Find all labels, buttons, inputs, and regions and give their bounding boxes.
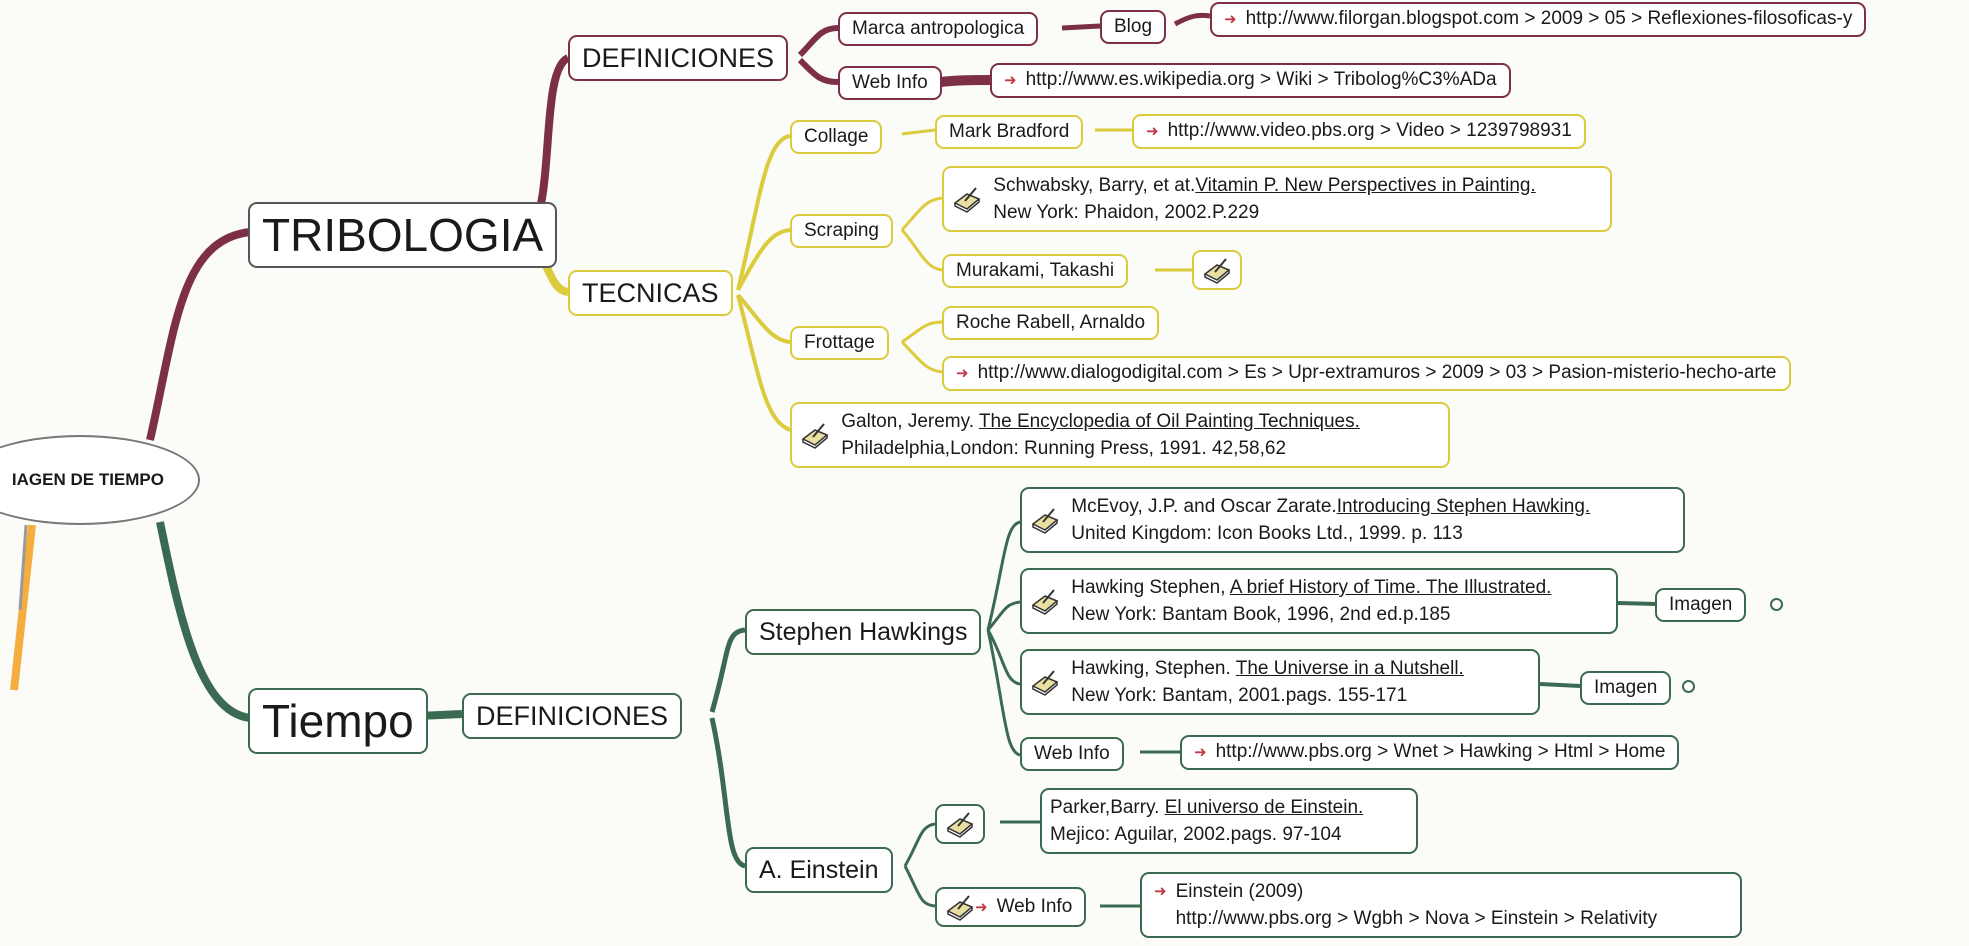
ref-publisher: United Kingdom: Icon Books Ltd., 1999. p… [1071, 523, 1463, 544]
link-pbs-video-url[interactable]: ➜ http://www.video.pbs.org > Video > 1239… [1132, 114, 1586, 149]
ref-parker[interactable]: Parker,Barry. El universo de Einstein. Me… [1040, 788, 1418, 854]
topic-web-info-hawking[interactable]: Web Info [1020, 737, 1124, 771]
topic-a-einstein[interactable]: A. Einstein [745, 847, 893, 893]
ref-hawking-nutshell[interactable]: Hawking, Stephen. The Universe in a Nuts… [1020, 649, 1540, 715]
topic-marca-antropologica[interactable]: Marca antropologica [838, 12, 1039, 46]
partial-branch-gray [18, 524, 28, 611]
book-note-icon [946, 895, 974, 921]
collapse-toggle[interactable] [1770, 598, 1783, 611]
ref-title: A brief History of Time. The Illustrated… [1229, 577, 1552, 598]
topic-collage[interactable]: Collage [790, 120, 883, 154]
topic-scraping[interactable]: Scraping [790, 214, 893, 248]
topic-mark-bradford[interactable]: Mark Bradford [935, 115, 1084, 149]
ref-author: Parker,Barry. [1050, 797, 1165, 818]
topic-stephen-hawkings[interactable]: Stephen Hawkings [745, 609, 982, 655]
collapse-toggle[interactable] [1682, 680, 1695, 693]
ref-author: Galton, Jeremy. [841, 411, 979, 432]
central-topic-label: IAGEN DE TIEMPO [11, 470, 164, 489]
topic-roche-rabell[interactable]: Roche Rabell, Arnaldo [942, 306, 1160, 340]
book-note-icon [1031, 508, 1059, 534]
book-note-icon [946, 812, 974, 838]
ref-author: Hawking, Stephen. [1071, 658, 1236, 679]
link-center-tiempo [156, 521, 251, 722]
ref-author: McEvoy, J.P. and Oscar Zarate. [1071, 496, 1337, 517]
ref-title: The Encyclopedia of Oil Painting Techniq… [978, 411, 1360, 432]
topic-imagen-1[interactable]: Imagen [1655, 588, 1747, 622]
hyperlink-arrow-icon: ➜ [1004, 72, 1017, 89]
book-note-icon [1031, 670, 1059, 696]
ref-author: Schwabsky, Barry, et at. [993, 175, 1196, 196]
link-pbs-einstein-url[interactable]: ➜ Einstein (2009) http://www.pbs.org > Wgb… [1140, 872, 1742, 938]
web-info-label: Web Info [996, 896, 1073, 918]
blog-url-text: http://www.filorgan.blogspot.com > 2009 … [1245, 8, 1853, 29]
topic-tiempo[interactable]: Tiempo [248, 688, 428, 754]
pbs-video-url-text: http://www.video.pbs.org > Video > 12397… [1167, 120, 1572, 141]
hyperlink-arrow-icon: ➜ [1194, 744, 1207, 761]
topic-blog[interactable]: Blog [1100, 10, 1167, 44]
note-einstein[interactable] [935, 804, 985, 844]
link-wikipedia-url[interactable]: ➜ http://www.es.wikipedia.org > Wiki > Tr… [990, 63, 1511, 98]
hyperlink-arrow-icon: ➜ [1154, 883, 1167, 900]
ref-schwabsky[interactable]: Schwabsky, Barry, et at.Vitamin P. New P… [942, 166, 1612, 232]
note-murakami[interactable] [1192, 250, 1242, 290]
topic-tribologia[interactable]: TRIBOLOGIA [248, 202, 558, 268]
ref-publisher: Philadelphia,London: Running Press, 1991… [841, 438, 1287, 459]
topic-imagen-2[interactable]: Imagen [1580, 671, 1672, 705]
ref-publisher: New York: Bantam, 2001.pags. 155-171 [1071, 685, 1408, 706]
topic-definiciones-tiempo[interactable]: DEFINICIONES [462, 693, 683, 739]
hyperlink-arrow-icon: ➜ [956, 365, 969, 382]
topic-definiciones-tribologia[interactable]: DEFINICIONES [568, 35, 789, 81]
book-note-icon [1203, 258, 1231, 284]
link-blog-url[interactable]: ➜ http://www.filorgan.blogspot.com > 2009… [1210, 2, 1867, 37]
dialogodigital-url-text: http://www.dialogodigital.com > Es > Upr… [977, 362, 1777, 383]
einstein-link-title: Einstein (2009) [1175, 881, 1304, 902]
book-note-icon [1031, 589, 1059, 615]
topic-tecnicas[interactable]: TECNICAS [568, 270, 733, 316]
ref-title: Introducing Stephen Hawking. [1336, 496, 1591, 517]
wikipedia-url-text: http://www.es.wikipedia.org > Wiki > Tri… [1025, 69, 1497, 90]
ref-publisher: Mejico: Aguilar, 2002.pags. 97-104 [1050, 824, 1342, 845]
partial-branch-orange [10, 524, 36, 691]
ref-mcevoy[interactable]: McEvoy, J.P. and Oscar Zarate.Introducin… [1020, 487, 1685, 553]
central-topic[interactable]: IAGEN DE TIEMPO [0, 435, 200, 525]
pbs-hawking-url-text: http://www.pbs.org > Wnet > Hawking > Ht… [1215, 741, 1666, 762]
link-dialogodigital-url[interactable]: ➜ http://www.dialogodigital.com > Es > Up… [942, 356, 1791, 391]
ref-galton[interactable]: Galton, Jeremy. The Encyclopedia of Oil … [790, 402, 1450, 468]
hyperlink-arrow-icon: ➜ [1146, 123, 1159, 140]
ref-title: The Universe in a Nutshell. [1235, 658, 1464, 679]
ref-publisher: New York: Bantam Book, 1996, 2nd ed.p.18… [1071, 604, 1451, 625]
ref-title: Vitamin P. New Perspectives in Painting. [1195, 175, 1536, 196]
ref-publisher: New York: Phaidon, 2002.P.229 [993, 202, 1260, 223]
ref-hawking-brief-history[interactable]: Hawking Stephen, A brief History of Time… [1020, 568, 1618, 634]
ref-title: El universo de Einstein. [1164, 797, 1364, 818]
book-note-icon [801, 423, 829, 449]
link-center-tribologia [146, 228, 251, 441]
topic-murakami[interactable]: Murakami, Takashi [942, 254, 1129, 288]
link-pbs-hawking-url[interactable]: ➜ http://www.pbs.org > Wnet > Hawking > H… [1180, 735, 1680, 770]
book-note-icon [953, 187, 981, 213]
topic-web-info-tribologia[interactable]: Web Info [838, 66, 942, 100]
topic-frottage[interactable]: Frottage [790, 326, 889, 360]
topic-web-info-einstein[interactable]: ➜ Web Info [935, 887, 1087, 927]
ref-author: Hawking Stephen, [1071, 577, 1230, 598]
hyperlink-arrow-icon: ➜ [975, 899, 988, 917]
hyperlink-arrow-icon: ➜ [1224, 11, 1237, 28]
einstein-link-url: http://www.pbs.org > Wgbh > Nova > Einst… [1175, 908, 1658, 929]
